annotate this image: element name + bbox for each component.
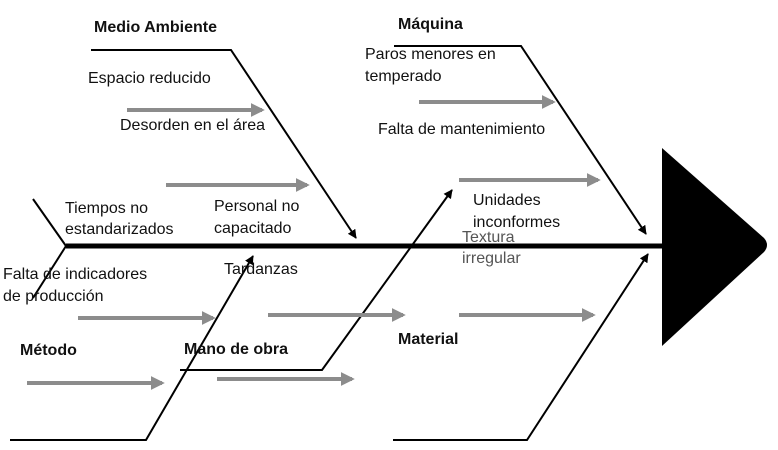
bone-material: [393, 253, 649, 441]
cause-desorden: Desorden en el área: [120, 117, 265, 134]
bone-metodo: [10, 255, 254, 441]
fish-head: [662, 148, 767, 346]
bone-medio-ambiente: [91, 49, 357, 239]
cause-paros-line1: Paros menores en: [365, 46, 496, 63]
category-maquina: Máquina: [398, 16, 463, 33]
category-material: Material: [398, 331, 459, 348]
tail-bottom: [32, 245, 67, 299]
cause-falta-mantenimiento: Falta de mantenimiento: [378, 121, 546, 138]
cause-textura-line2: irregular: [462, 250, 521, 267]
category-medio-ambiente: Medio Ambiente: [94, 19, 217, 36]
category-mano-de-obra: Mano de obra: [184, 341, 289, 358]
cause-personal-line1: Personal no: [214, 198, 300, 215]
cause-personal-line2: capacitado: [214, 220, 292, 237]
cause-unidades-line2: inconformes: [473, 214, 561, 231]
cause-textura-line1: Textura: [462, 229, 515, 246]
cause-unidades-line1: Unidades: [473, 192, 541, 209]
tail-top: [32, 198, 67, 247]
cause-falta-indicadores-line2: de producción: [3, 288, 104, 305]
bone-mano-de-obra: [180, 189, 453, 371]
cause-tiempos-line2: estandarizados: [65, 221, 174, 238]
cause-espacio-reducido: Espacio reducido: [88, 70, 211, 87]
bone-maquina: [394, 45, 647, 235]
cause-paros-line2: temperado: [365, 68, 442, 85]
cause-tiempos-line1: Tiempos no: [65, 200, 148, 217]
cause-tardanzas: Tardanzas: [224, 261, 298, 278]
cause-falta-indicadores-line1: Falta de indicadores: [3, 266, 148, 283]
category-metodo: Método: [20, 342, 77, 359]
